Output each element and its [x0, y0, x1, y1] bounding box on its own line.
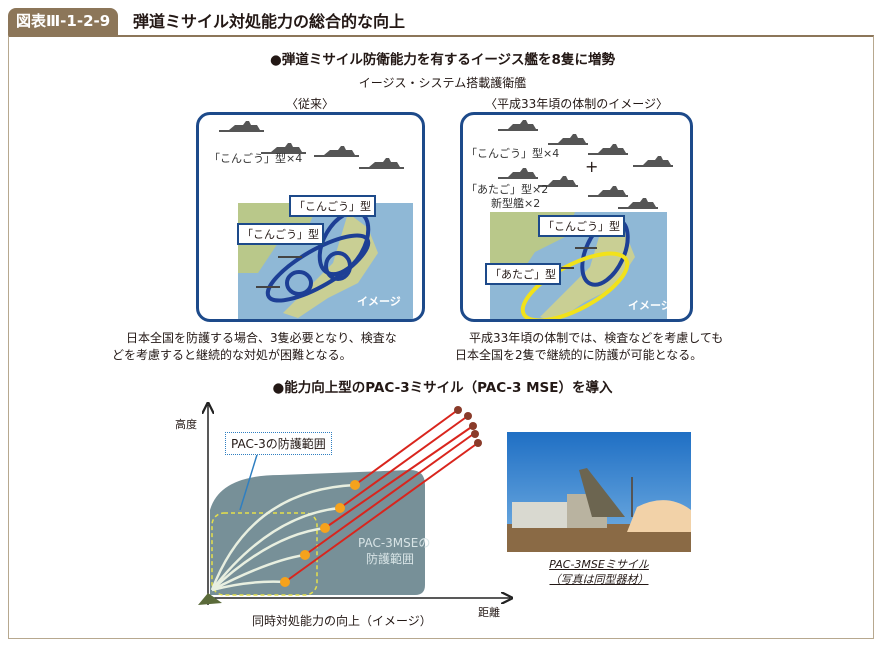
image-note-right: イメージ: [628, 299, 672, 312]
mse-range-label: PAC-3MSEの 防護範囲: [358, 535, 430, 567]
kongo-count-label: 「こんごう」型×4: [209, 152, 303, 165]
pointer-line: [239, 444, 261, 511]
left-panel-label: 〈従来〉: [285, 97, 334, 111]
section1-subheading: イージス・システム搭載護衛艦: [358, 76, 527, 90]
interceptor-trajectories: [210, 483, 356, 592]
right-caption-line2: 日本全国を2隻で継続的に防護が可能となる。: [455, 348, 703, 362]
current-system-panel: 「こんごう」型×4 「こんごう」型 「こんごう」型 イメージ: [196, 112, 425, 322]
pac3-mse-photo: [507, 432, 691, 552]
section2-heading: ●能力向上型のPAC-3ミサイル（PAC-3 MSE）を導入: [272, 380, 613, 396]
left-caption-line1: 日本全国を防護する場合、3隻必要となり、検査な: [126, 331, 397, 345]
right-caption-line1: 平成33年頃の体制では、検査などを考慮しても: [469, 331, 724, 345]
diagram-caption: 同時対処能力の向上（イメージ）: [252, 614, 432, 628]
right-caption: 平成33年頃の体制では、検査などを考慮しても 日本全国を2隻で継続的に防護が可能…: [455, 330, 765, 364]
kongo-tag: 「こんごう」型: [538, 215, 625, 237]
mse-range-label-line1: PAC-3MSEの: [358, 536, 431, 550]
photo-caption-line1: PAC-3MSEミサイル: [549, 558, 649, 571]
launcher-icon: [198, 593, 222, 605]
right-panel-label: 〈平成33年頃の体制のイメージ〉: [484, 97, 669, 111]
new-ship-count-label: 新型艦×2: [491, 197, 541, 210]
photo-caption-line2: （写真は同型器材）: [549, 573, 649, 586]
x-axis-label: 距離: [478, 606, 500, 619]
figure-number: 図表Ⅲ-1-2-9: [8, 8, 119, 35]
kongo-tag-1: 「こんごう」型: [289, 195, 376, 217]
atago-tag: 「あたご」型: [485, 263, 561, 285]
kongo-tag-2: 「こんごう」型: [237, 223, 324, 245]
image-note-left: イメージ: [357, 295, 401, 308]
figure-frame: [8, 35, 874, 639]
mse-range-label-line2: 防護範囲: [366, 552, 415, 566]
threat-trajectories: [284, 411, 476, 583]
pac3-range-label: PAC-3の防護範囲: [225, 432, 332, 455]
atago-count-label: 「あたご」型×2: [466, 183, 549, 196]
intercept-bursts: [280, 480, 360, 587]
kongo-count-label: 「こんごう」型×4: [466, 147, 560, 160]
plus-sign: +: [585, 157, 599, 176]
pac3-coverage-diagram: [198, 400, 520, 605]
y-axis-label: 高度: [175, 418, 197, 431]
ship-silhouettes: [219, 121, 404, 169]
future-system-panel: 「こんごう」型×4 + 「あたご」型×2 新型艦×2 「こんごう」型 「あたご」…: [460, 112, 693, 322]
section1-heading: ●弾道ミサイル防衛能力を有するイージス艦を8隻に増勢: [270, 52, 615, 68]
photo-caption: PAC-3MSEミサイル （写真は同型器材）: [507, 557, 691, 587]
missile-icons: [454, 406, 482, 447]
figure-title: 弾道ミサイル対処能力の総合的な向上: [133, 12, 406, 31]
pac3-range-area: [211, 512, 318, 596]
left-caption: 日本全国を防護する場合、3隻必要となり、検査な どを考慮すると継続的な対処が困難…: [112, 330, 442, 364]
ship-silhouettes: [498, 120, 673, 209]
left-caption-line2: どを考慮すると継続的な対処が困難となる。: [112, 348, 352, 362]
